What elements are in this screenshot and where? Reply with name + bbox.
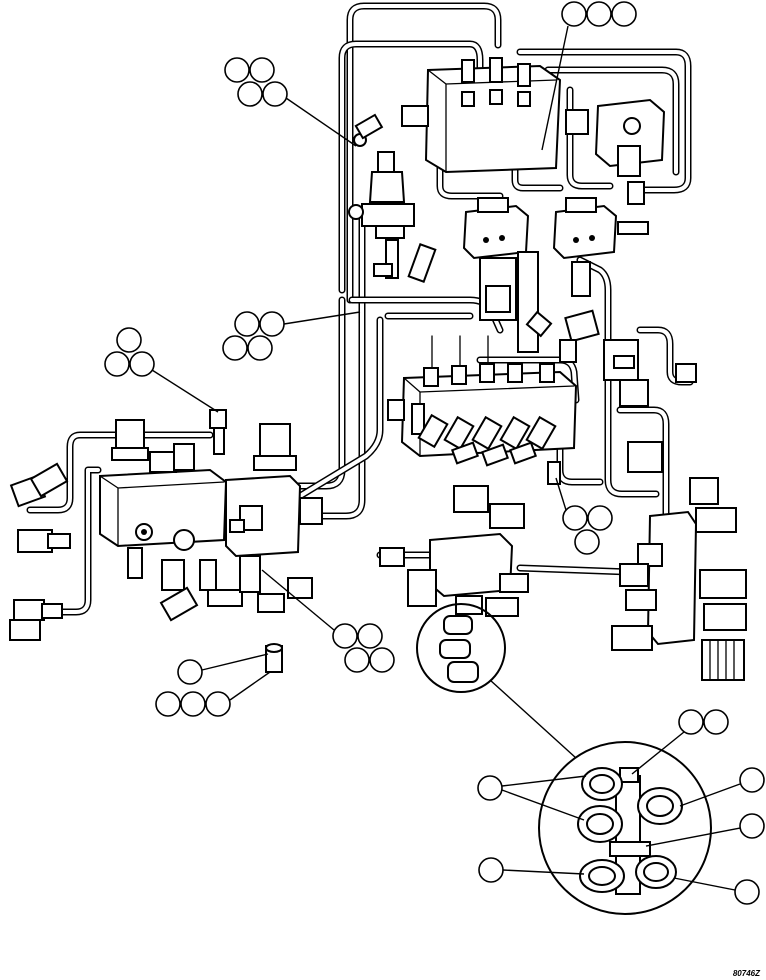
detail-view-small (416, 603, 577, 759)
spool-fittings (417, 413, 557, 467)
top-valve-block (401, 57, 666, 205)
detail-view-large (538, 741, 712, 915)
main-control-valve-bank (387, 335, 697, 485)
right-manifold (379, 477, 747, 681)
callout-balloons (104, 1, 765, 905)
left-hose-fittings (9, 462, 71, 641)
drawing-number: 80746Z (732, 969, 760, 978)
loose-fitting (265, 643, 283, 673)
left-manifold (99, 409, 323, 622)
tubing-lines (26, 2, 694, 616)
pressure-reducing-valve (348, 113, 437, 283)
middle-valve-pair (462, 197, 649, 363)
